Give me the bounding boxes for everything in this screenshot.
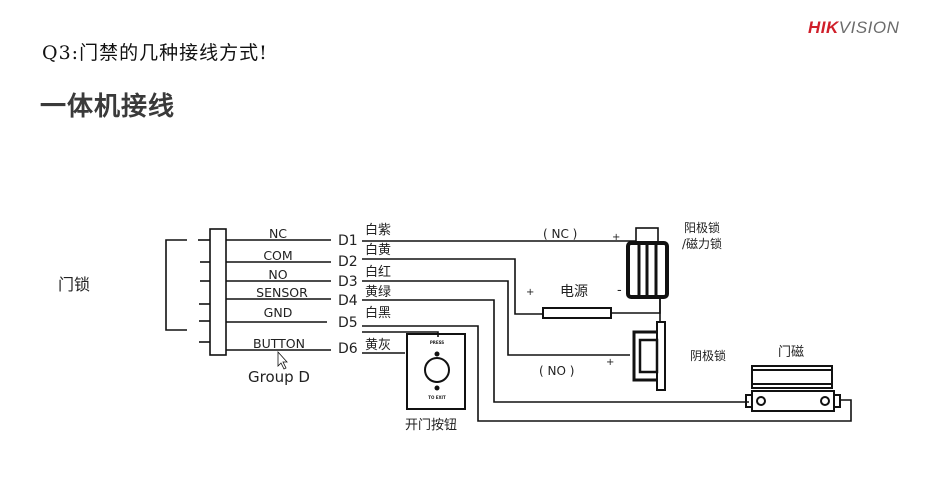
mouse-cursor-icon <box>277 350 288 370</box>
wire-color-label: 白黄 <box>365 242 391 258</box>
minus-sign: - <box>617 283 622 298</box>
wire-color-label: 黄绿 <box>365 285 391 300</box>
fail-secure-lock <box>626 227 669 299</box>
signal-label: SENSOR <box>256 285 308 300</box>
fail-secure-lock-label: 阳极锁 <box>684 220 720 235</box>
group-label: Group D <box>248 368 310 386</box>
pin-label: D4 <box>338 293 358 309</box>
plus-sign: + <box>612 232 620 243</box>
logo-hik: HIK <box>808 18 839 37</box>
nc-label: ( NC ) <box>543 227 577 241</box>
door-contact-label: 门磁 <box>778 345 804 360</box>
fail-safe-lock-label: 阴极锁 <box>690 348 726 363</box>
pin-label: D5 <box>338 315 358 331</box>
signal-label: NO <box>268 267 287 282</box>
signal-label: GND <box>264 305 293 320</box>
question-title: Q3:门禁的几种接线方式! <box>42 42 268 64</box>
wire-d5 <box>362 325 852 422</box>
wire-d5-button <box>362 331 439 337</box>
signal-label: NC <box>269 226 287 241</box>
logo-vision: VISION <box>838 18 900 37</box>
pin-label: D3 <box>338 274 358 290</box>
power-supply <box>542 307 612 319</box>
exit-button-top-text: PRESS <box>430 340 444 345</box>
pin-label: D6 <box>338 341 358 357</box>
connector-block <box>209 228 227 356</box>
exit-button-bottom-text: TO EXIT <box>428 395 446 400</box>
fail-safe-lock <box>632 321 666 391</box>
wire-color-label: 白黑 <box>365 305 391 321</box>
plus-sign: + <box>606 357 614 368</box>
wire-d2 <box>362 258 543 315</box>
wire-d4 <box>362 299 749 403</box>
exit-button-label: 开门按钮 <box>405 418 457 433</box>
wire-color-label: 白红 <box>365 264 391 280</box>
wire-power-minus <box>611 298 661 314</box>
power-label: 电源 <box>560 284 588 300</box>
signal-label: COM <box>263 248 292 263</box>
fail-secure-lock-label-2: /磁力锁 <box>682 236 722 251</box>
exit-button <box>406 333 466 410</box>
pin-label: D2 <box>338 254 358 270</box>
wire-color-label: 白紫 <box>365 222 391 238</box>
door-lock-label: 门锁 <box>58 275 90 294</box>
exit-button-circle <box>424 357 450 383</box>
exit-button-dot-bottom <box>434 385 440 391</box>
section-title: 一体机接线 <box>40 92 176 122</box>
door-contact <box>745 365 841 412</box>
no-label: ( NO ) <box>539 364 574 378</box>
wire-d3 <box>362 280 630 356</box>
wire-color-label: 黄灰 <box>365 338 391 353</box>
exit-button-dot-top <box>434 351 440 357</box>
signal-label: BUTTON <box>253 336 305 351</box>
door-lock-bracket <box>165 239 187 331</box>
pin-label: D1 <box>338 233 358 249</box>
plus-sign: + <box>526 287 534 298</box>
hikvision-logo: HIKVISION <box>808 18 899 38</box>
